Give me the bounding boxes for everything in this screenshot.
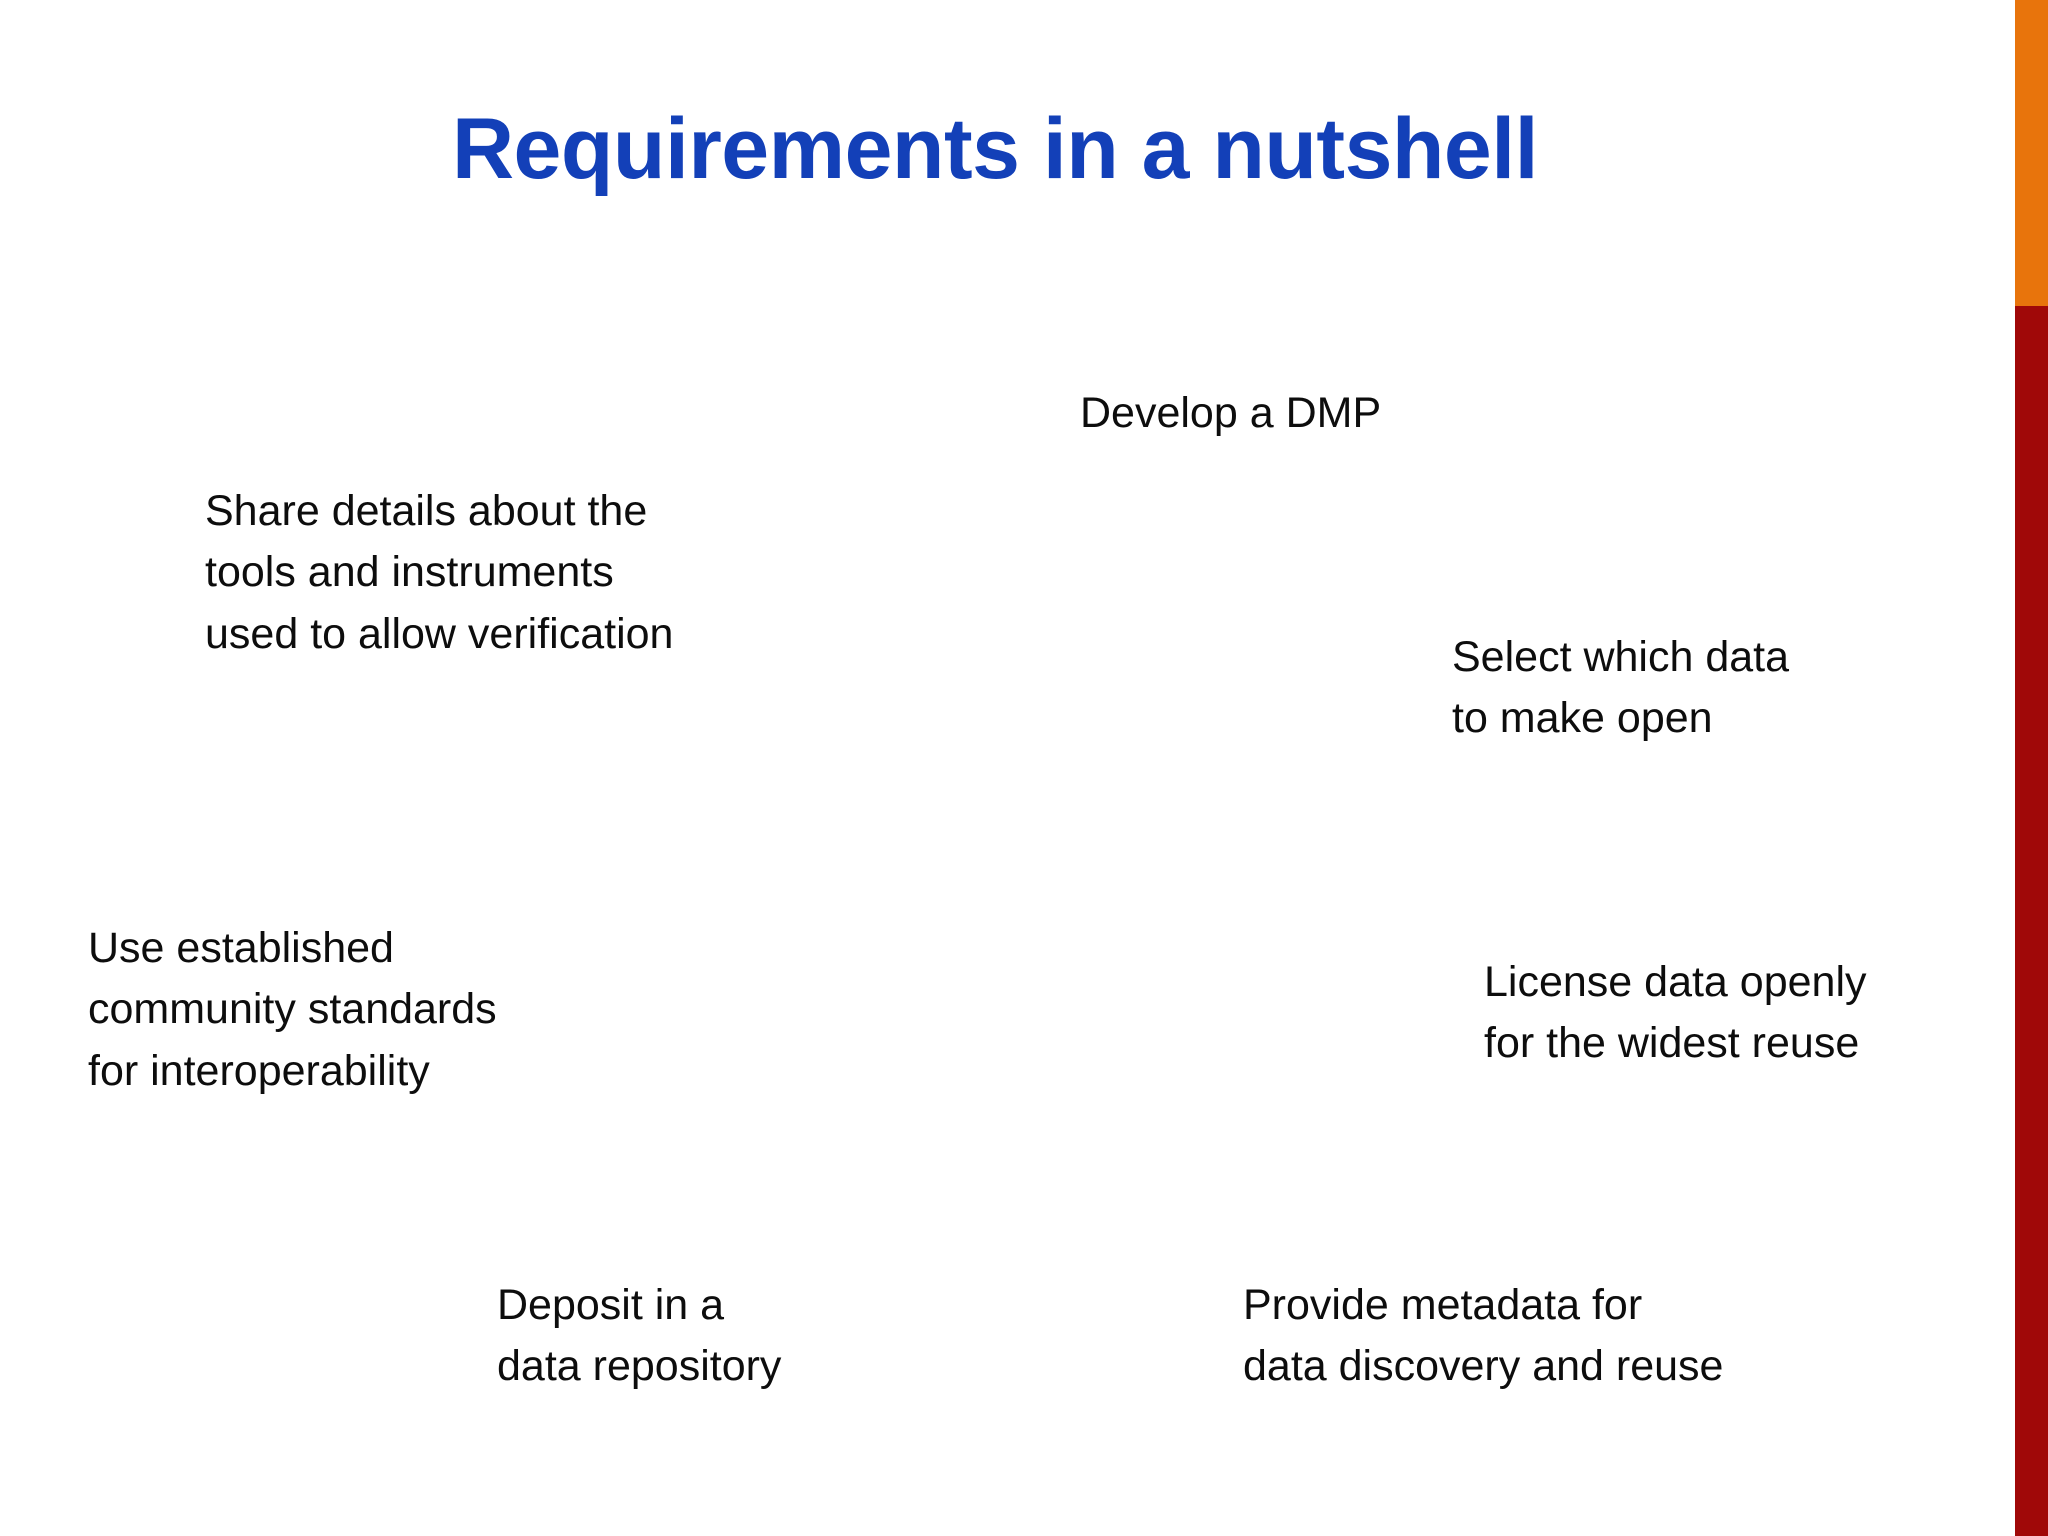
callout-develop-dmp: Develop a DMP (1080, 389, 1382, 437)
callout-provide-metadata: Provide metadata for data discovery and … (1243, 1281, 1724, 1391)
callout-deposit-repository: Deposit in a data repository (497, 1281, 782, 1391)
right-edge-bar-orange (2015, 0, 2048, 306)
callout-share-details: Share details about the tools and instru… (205, 487, 674, 658)
right-edge-bar-red (2015, 306, 2048, 1536)
callout-license-data: License data openly for the widest reuse (1484, 958, 1867, 1068)
callout-use-standards: Use established community standards for … (88, 924, 497, 1095)
callout-select-data: Select which data to make open (1452, 633, 1790, 743)
slide-title: Requirements in a nutshell (451, 101, 1539, 197)
